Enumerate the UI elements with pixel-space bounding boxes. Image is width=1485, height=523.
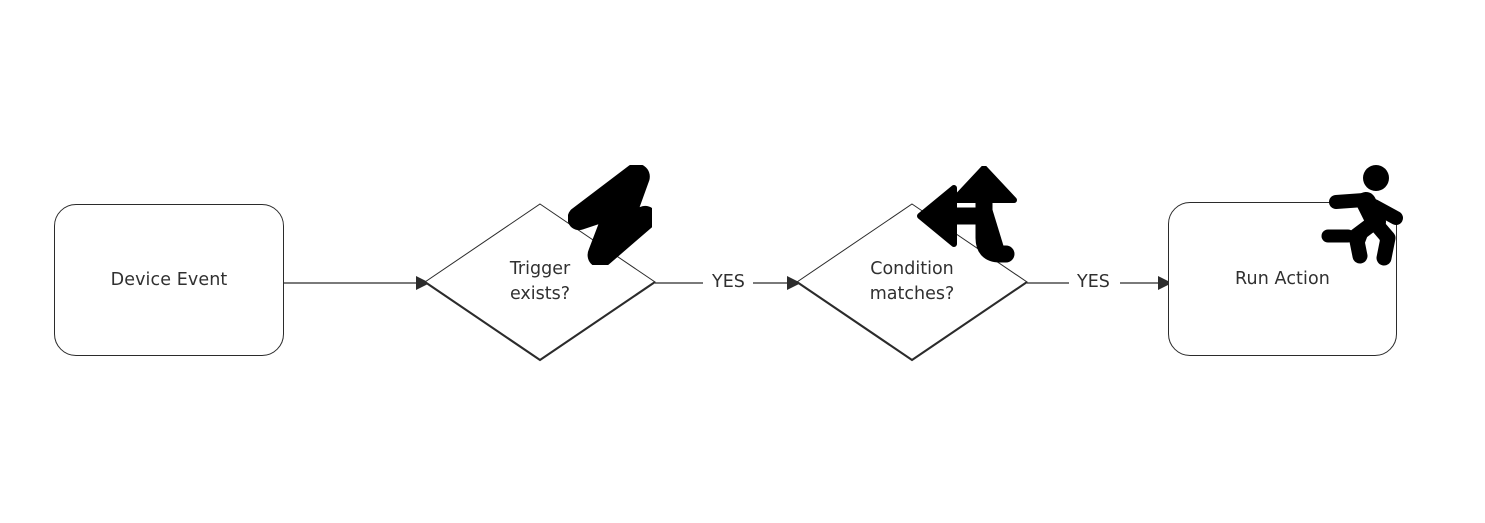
edge-device-event-to-trigger bbox=[284, 276, 430, 290]
lightning-bolt-icon bbox=[568, 165, 652, 265]
node-device-event-label: Device Event bbox=[110, 269, 228, 290]
node-run-action-label: Run Action bbox=[1235, 268, 1330, 289]
edge-condition-to-run-action bbox=[1027, 276, 1172, 290]
edge-trigger-to-condition bbox=[655, 276, 801, 290]
node-device-event[interactable]: Device Event bbox=[54, 204, 284, 356]
edge-3-arrowhead bbox=[1158, 276, 1172, 290]
edge-2-label: YES bbox=[707, 273, 750, 292]
edge-3-label: YES bbox=[1072, 273, 1115, 292]
running-person-icon bbox=[1320, 164, 1406, 268]
branch-arrow-icon bbox=[916, 166, 1022, 268]
edge-1-arrowhead bbox=[416, 276, 430, 290]
edge-2-arrowhead bbox=[787, 276, 801, 290]
